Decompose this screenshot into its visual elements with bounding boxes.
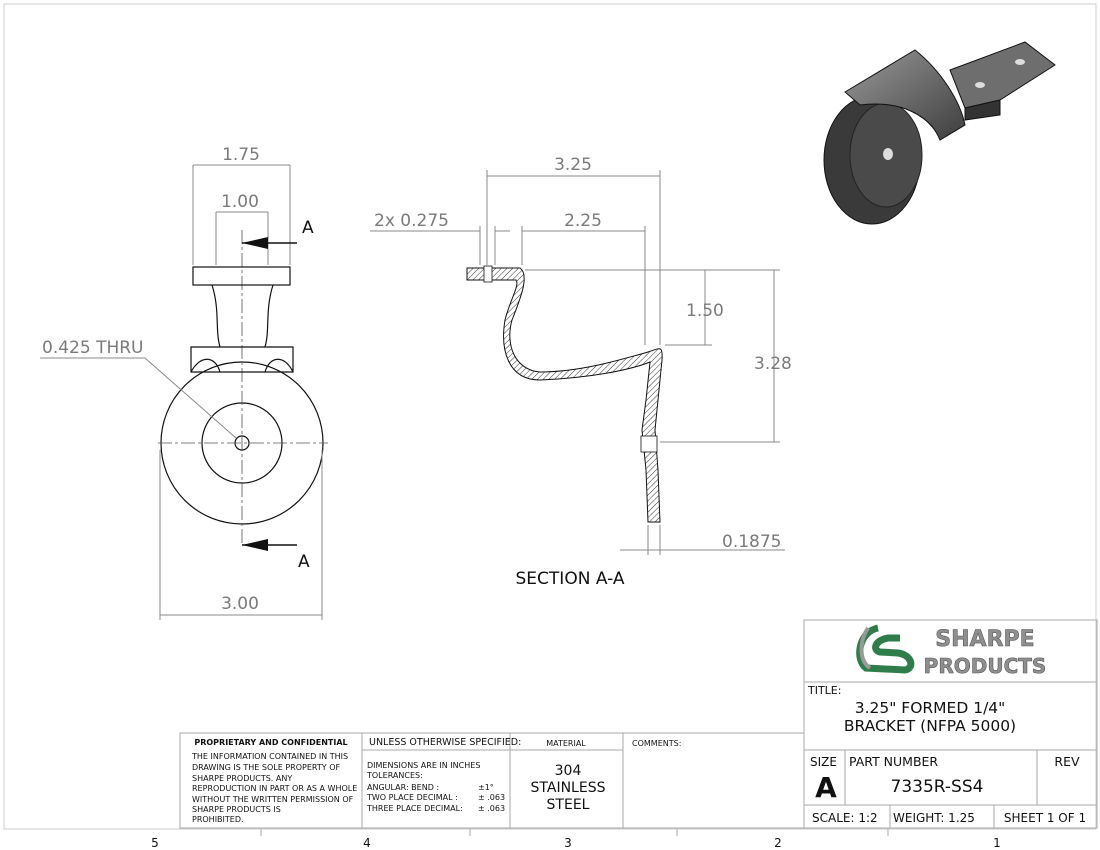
size-label: SIZE <box>810 755 837 769</box>
title-label: TITLE: <box>807 684 841 697</box>
proprietary-line: SHARPE PRODUCTS IS <box>192 805 281 814</box>
material-line: STAINLESS <box>531 780 606 796</box>
part-number: 7335R-SS4 <box>891 777 984 797</box>
title-line-2: BRACKET (NFPA 5000) <box>844 717 1016 735</box>
proprietary-line: REPRODUCTION IN PART OR AS A WHOLE <box>192 784 357 793</box>
section-marker-bottom: A <box>298 552 310 572</box>
sharpe-products-logo: SHARPE PRODUCTS <box>856 624 1047 678</box>
scale: SCALE: 1:2 <box>812 811 878 825</box>
dim-1-00: 1.00 <box>221 192 259 212</box>
dim-3-00: 3.00 <box>221 594 259 614</box>
proprietary-line: DRAWING IS THE SOLE PROPERTY OF <box>192 763 340 772</box>
dim-3-28: 3.28 <box>754 354 792 374</box>
section-label: SECTION A-A <box>516 569 625 589</box>
zone-1: 1 <box>993 836 1001 850</box>
info-table: PROPRIETARY AND CONFIDENTIAL THE INFORMA… <box>179 732 805 829</box>
rev-label: REV <box>1054 754 1080 769</box>
isometric-view <box>823 41 1056 225</box>
sheet-border <box>3 3 1097 830</box>
zone-2: 2 <box>774 836 782 850</box>
zone-markers: 5 4 3 2 1 <box>151 829 1001 850</box>
material-line: 304 <box>555 763 582 779</box>
angular-label: ANGULAR: BEND : <box>367 783 439 792</box>
tolerance-heading: UNLESS OTHERWISE SPECIFIED: <box>369 737 521 748</box>
proprietary-line: PROHIBITED. <box>192 815 244 824</box>
sheet: SHEET 1 OF 1 <box>1004 811 1086 825</box>
section-view: 3.25 2.25 2x 0.275 1.50 3.28 0.1875 SECT… <box>370 155 792 589</box>
two-place-value: ± .063 <box>478 793 505 802</box>
logo-text-products: PRODUCTS <box>924 654 1047 678</box>
material-line: STEEL <box>547 797 590 813</box>
three-place-label: THREE PLACE DECIMAL: <box>366 804 463 813</box>
zone-4: 4 <box>363 836 371 850</box>
part-number-label: PART NUMBER <box>849 754 938 769</box>
two-place-label: TWO PLACE DECIMAL : <box>366 793 458 802</box>
comments-heading: COMMENTS: <box>632 739 681 748</box>
proprietary-line: THE INFORMATION CONTAINED IN THIS <box>191 752 348 761</box>
zone-5: 5 <box>151 836 159 850</box>
weight: WEIGHT: 1.25 <box>893 811 975 825</box>
dim-1-75: 1.75 <box>222 145 260 165</box>
proprietary-line: SHARPE PRODUCTS. ANY <box>192 774 292 783</box>
material-heading: MATERIAL <box>546 739 586 748</box>
section-marker-top: A <box>302 218 314 238</box>
bracket-section-profile <box>466 267 663 523</box>
size-value: A <box>815 771 837 804</box>
title-block: SHARPE PRODUCTS TITLE: 3.25" FORMED 1/4"… <box>803 619 1098 829</box>
proprietary-heading: PROPRIETARY AND CONFIDENTIAL <box>194 738 347 747</box>
angular-value: ±1° <box>478 783 494 792</box>
zone-3: 3 <box>564 836 572 850</box>
dim-thickness: 0.1875 <box>722 532 781 552</box>
tolerance-line: DIMENSIONS ARE IN INCHES <box>367 761 480 770</box>
dim-hole-callout: 0.425 THRU <box>42 338 144 358</box>
dim-3-25: 3.25 <box>554 155 592 175</box>
logo-text-sharpe: SHARPE <box>935 627 1034 652</box>
front-view: 1.75 1.00 3.00 0.425 THRU A A <box>40 145 328 620</box>
title-line-1: 3.25" FORMED 1/4" <box>855 699 1006 717</box>
three-place-value: ± .063 <box>478 804 505 813</box>
dim-slot: 2x 0.275 <box>374 211 449 231</box>
proprietary-line: WITHOUT THE WRITTEN PERMISSION OF <box>192 795 354 804</box>
dim-2-25: 2.25 <box>564 211 602 231</box>
tolerance-line: TOLERANCES: <box>366 771 423 780</box>
dim-1-50: 1.50 <box>686 301 724 321</box>
